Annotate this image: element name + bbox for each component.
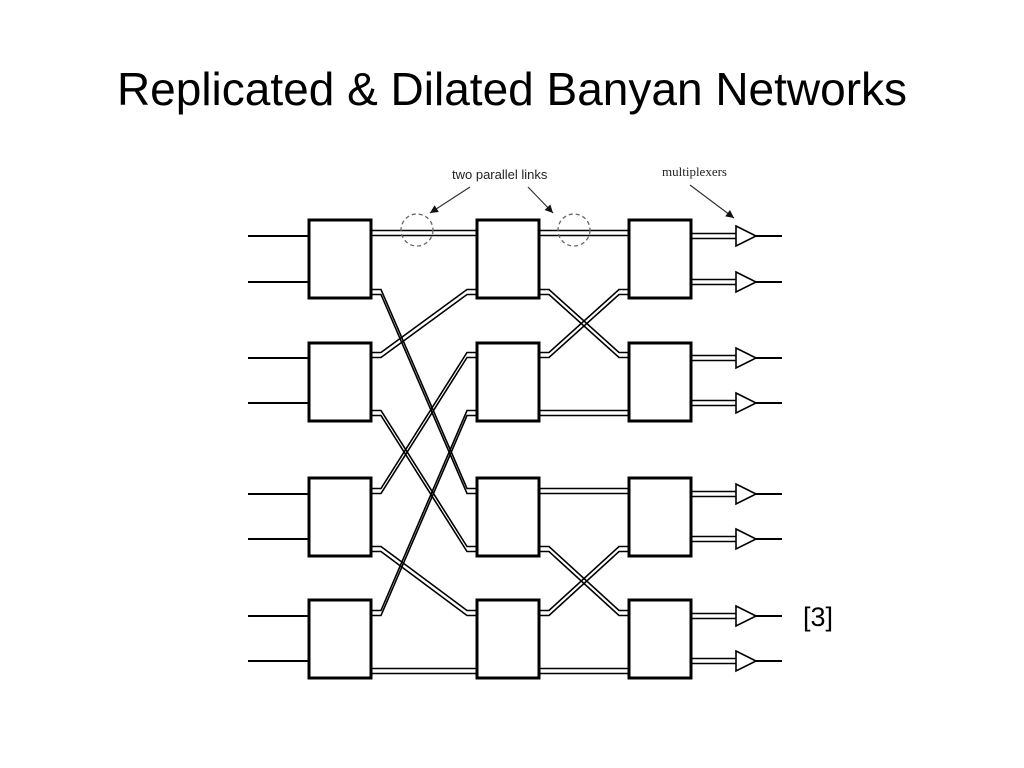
multiplexer-triangle: [735, 346, 758, 370]
arrow-head: [725, 210, 734, 218]
citation-reference: [3]: [803, 602, 834, 632]
link-wire: [371, 409, 477, 548]
link-wire: [371, 414, 477, 553]
switch-box: [475, 476, 541, 558]
link-wire: [371, 351, 477, 490]
link-wire: [371, 288, 477, 354]
switch-box: [307, 218, 373, 300]
link-wire: [371, 356, 477, 495]
slide-title: Replicated & Dilated Banyan Networks: [116, 63, 908, 115]
link-wire: [371, 550, 477, 617]
multiplexer-triangle: [735, 649, 758, 673]
link-wire: [371, 288, 477, 490]
switch-box: [307, 598, 373, 680]
switch-box: [307, 341, 373, 423]
parallel-links: [371, 229, 629, 675]
parallel-link: [371, 409, 477, 617]
parallel-link: [539, 667, 629, 675]
switch-elements: [307, 218, 693, 680]
parallel-link: [371, 229, 477, 237]
multiplexer-triangle: [735, 224, 758, 248]
multiplexer-triangle: [735, 604, 758, 628]
callout-arrow-multiplexer: [689, 184, 735, 219]
parallel-link: [539, 487, 629, 495]
switch-box: [475, 218, 541, 300]
link-wire: [371, 545, 477, 612]
parallel-link: [371, 288, 477, 495]
two-parallel-links-label: two parallel links: [452, 167, 548, 182]
switch-box: [475, 598, 541, 680]
link-wire: [371, 293, 477, 359]
dashed-highlight-circle: [557, 213, 591, 247]
multiplexers-label: multiplexers: [662, 164, 727, 179]
link-wire: [539, 293, 629, 359]
link-wire: [539, 288, 629, 354]
multiplexer-triangle: [735, 527, 758, 551]
switch-box: [627, 476, 693, 558]
input-lines: [248, 235, 309, 662]
parallel-link: [371, 288, 477, 359]
link-wire: [539, 550, 629, 617]
parallel-link: [539, 288, 629, 359]
multiplexer-triangle: [735, 391, 758, 415]
switch-box: [627, 598, 693, 680]
link-wire: [539, 545, 629, 612]
switch-box: [627, 218, 693, 300]
callouts: [400, 184, 735, 247]
output-multiplexers: [691, 224, 782, 673]
parallel-link: [539, 409, 629, 417]
switch-box: [307, 476, 373, 558]
link-wire: [371, 409, 477, 612]
arrow-head: [544, 204, 553, 213]
callout-arrow-left: [429, 186, 471, 214]
parallel-link: [539, 545, 629, 617]
link-wire: [371, 414, 477, 617]
arrow-head: [430, 205, 439, 213]
switch-box: [475, 341, 541, 423]
switch-box: [627, 341, 693, 423]
callout-arrow-right: [527, 186, 554, 214]
parallel-link: [539, 545, 629, 617]
multiplexer-triangle: [735, 270, 758, 294]
dashed-highlight-circle: [400, 213, 434, 247]
parallel-link: [371, 545, 477, 617]
parallel-link: [371, 667, 477, 675]
parallel-link: [371, 351, 477, 495]
arrow-shaft: [689, 184, 735, 219]
link-wire: [371, 293, 477, 495]
parallel-link: [539, 229, 629, 237]
parallel-link: [371, 409, 477, 553]
parallel-link: [539, 288, 629, 359]
multiplexer-triangle: [735, 482, 758, 506]
